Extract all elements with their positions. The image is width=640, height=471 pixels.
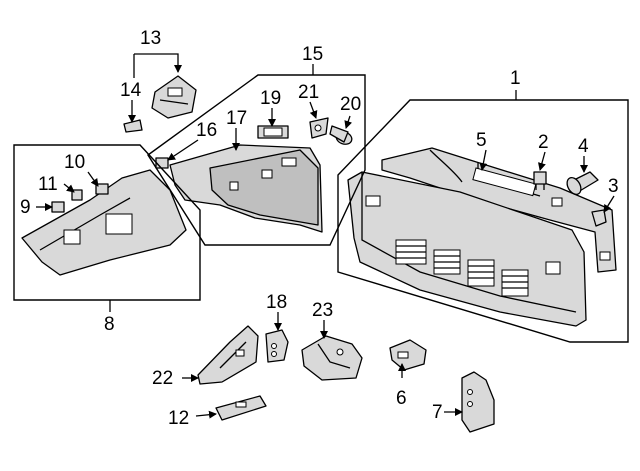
leader-10 bbox=[87, 171, 99, 187]
callout-23: 23 bbox=[312, 300, 333, 321]
callout-12: 12 bbox=[168, 408, 189, 429]
bracket-13 bbox=[151, 75, 197, 119]
bracket-7 bbox=[461, 371, 495, 433]
group-box-8 bbox=[13, 144, 201, 301]
vent-grille-4 bbox=[501, 269, 529, 297]
leader-16 bbox=[167, 139, 199, 161]
group-box-1 bbox=[337, 99, 629, 343]
callout-16: 16 bbox=[196, 120, 217, 141]
vent-grille-2 bbox=[433, 249, 461, 275]
leader-13 bbox=[134, 53, 182, 73]
callout-22: 22 bbox=[152, 368, 173, 389]
callout-17: 17 bbox=[226, 108, 247, 129]
callout-11: 11 bbox=[38, 174, 58, 195]
leader-11 bbox=[63, 183, 75, 193]
callout-3: 3 bbox=[608, 176, 619, 197]
clip-14 bbox=[123, 119, 143, 133]
callout-13: 13 bbox=[140, 28, 161, 49]
leader-5 bbox=[479, 149, 488, 171]
callout-8: 8 bbox=[104, 314, 115, 335]
clip-11 bbox=[71, 189, 83, 201]
vent-grille-3 bbox=[467, 259, 495, 287]
clip-6 bbox=[389, 339, 427, 371]
bracket-21 bbox=[309, 117, 329, 139]
clip-16 bbox=[155, 157, 169, 169]
clip-19 bbox=[257, 125, 289, 139]
leader-12 bbox=[195, 410, 217, 419]
bracket-18 bbox=[265, 329, 289, 363]
leader-3 bbox=[603, 195, 615, 213]
bracket-23 bbox=[301, 335, 363, 381]
trim-panel bbox=[347, 171, 587, 327]
vent-grille-left bbox=[395, 239, 427, 265]
clip-3 bbox=[591, 209, 607, 227]
leader-2 bbox=[538, 151, 546, 171]
callout-19: 19 bbox=[260, 88, 281, 109]
quarter-trim-panel bbox=[21, 169, 187, 276]
callout-14: 14 bbox=[120, 80, 142, 101]
callout-6: 6 bbox=[396, 388, 407, 409]
callout-15: 15 bbox=[302, 44, 323, 65]
callout-4: 4 bbox=[578, 136, 589, 157]
callout-1: 1 bbox=[510, 68, 521, 89]
callout-10: 10 bbox=[64, 152, 85, 173]
group-box-15 bbox=[147, 74, 366, 246]
side-trim-panel bbox=[169, 144, 323, 233]
callout-21: 21 bbox=[298, 82, 319, 103]
callout-9: 9 bbox=[20, 197, 31, 218]
callout-18: 18 bbox=[266, 292, 287, 313]
bracket-22 bbox=[197, 325, 259, 385]
rear-shelf-panel bbox=[381, 147, 617, 273]
callout-7: 7 bbox=[432, 402, 443, 423]
cap-20 bbox=[329, 125, 353, 145]
clip-9 bbox=[51, 201, 65, 213]
leader-20 bbox=[344, 115, 353, 129]
clip-2 bbox=[533, 171, 547, 190]
callout-20: 20 bbox=[340, 94, 361, 115]
callout-5: 5 bbox=[476, 130, 487, 151]
callout-2: 2 bbox=[538, 132, 549, 153]
push-pin-4 bbox=[566, 171, 599, 196]
leader-21 bbox=[309, 101, 318, 119]
clip-10 bbox=[95, 183, 109, 195]
bracket-12 bbox=[215, 395, 267, 421]
